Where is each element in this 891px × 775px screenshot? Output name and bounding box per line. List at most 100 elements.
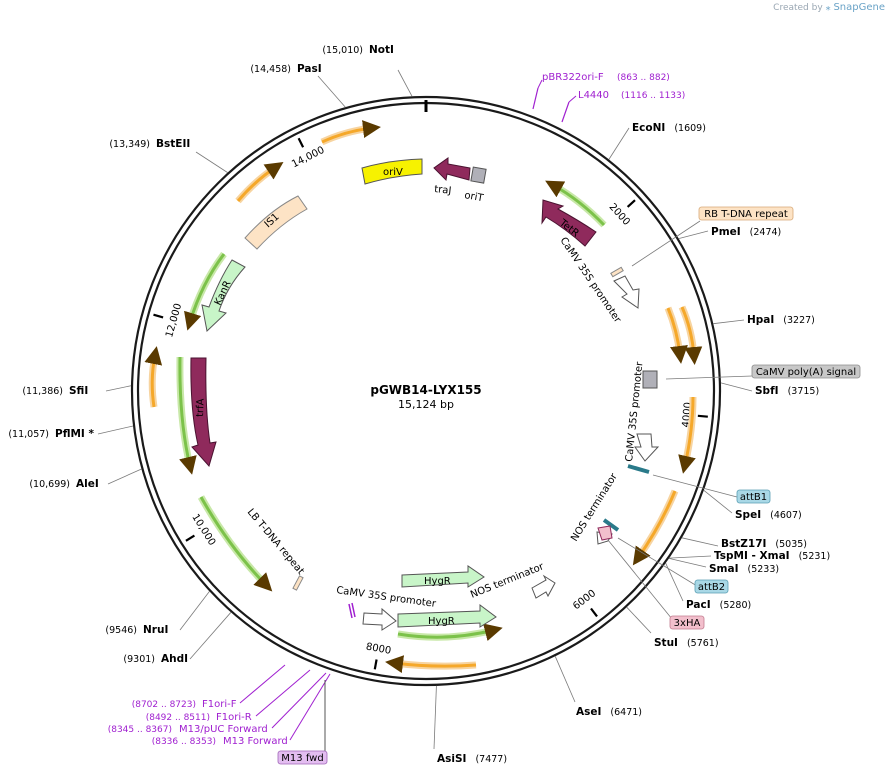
site-pos-bsteii: (13,349) xyxy=(109,139,150,150)
promoter-arrow-b xyxy=(634,433,660,462)
m13-forward-range: (8336 .. 8353) xyxy=(152,737,216,747)
tick-10000 xyxy=(185,534,195,542)
site-pos-bstz17i: (5035) xyxy=(775,539,807,550)
site-name-pasi: PasI xyxy=(297,63,322,75)
tick-8000 xyxy=(373,659,378,670)
watermark-prefix: Created by xyxy=(773,3,823,13)
site-name-tspmi: TspMI - XmaI xyxy=(714,550,790,562)
site-leader-pflmi xyxy=(97,425,134,435)
callout-m13-fwd: M13 fwd xyxy=(277,750,328,765)
site-name-alei: AleI xyxy=(76,478,99,490)
site-name-bstz17i: BstZ17I xyxy=(721,538,766,550)
trfa-feature: trfA xyxy=(190,357,217,468)
tick-2000 xyxy=(626,199,636,208)
snapgene-logo-icon: ⁎ xyxy=(825,2,831,13)
site-leader-nrui xyxy=(179,591,210,631)
3xha-mark xyxy=(597,525,613,541)
f1ori-r-name: F1ori-R xyxy=(216,712,252,723)
attb2-mark xyxy=(602,518,620,532)
rb-tdna-mark xyxy=(610,266,624,278)
l4440-leader xyxy=(568,95,577,103)
promoter-arrow-a xyxy=(613,275,640,309)
site-leader-asisi xyxy=(433,685,437,750)
tick-label-6000: 6000 xyxy=(571,588,598,612)
green-arcs xyxy=(176,180,607,641)
site-leader-sbfi xyxy=(720,382,753,392)
site-name-asei: AseI xyxy=(576,706,601,718)
site-name-stui: StuI xyxy=(654,637,678,649)
site-pos-ahdi: (9301) xyxy=(123,654,155,665)
site-leader-spei xyxy=(703,489,733,514)
site-name-asisi: AsiSI xyxy=(437,753,466,765)
callout-label-attb1: attB1 xyxy=(740,492,767,503)
site-pos-stui: (5761) xyxy=(687,638,719,649)
pbr322ori-f-range: (863 .. 882) xyxy=(617,73,670,83)
callout-attb1: attB1 xyxy=(736,489,771,504)
site-leader-pmei xyxy=(678,230,709,239)
site-pos-asei: (6471) xyxy=(610,707,642,718)
hygr-b-feature: HygR xyxy=(397,604,497,628)
site-leader-ahdi xyxy=(189,612,232,660)
m13-puc-forward-range: (8345 .. 8367) xyxy=(108,725,172,735)
callout-label-m13-fwd: M13 fwd xyxy=(281,753,323,764)
pbr322ori-f-name: pBR322ori-F xyxy=(542,72,604,83)
l4440-primer-mark xyxy=(561,101,570,123)
site-pos-pflmi: (11,057) xyxy=(8,429,49,440)
primer-labels: pBR322ori-F (863 .. 882) L4440 (1116 .. … xyxy=(108,72,686,747)
pbr322ori-leader xyxy=(537,79,543,89)
site-name-paci: PacI xyxy=(686,599,711,611)
orf-arcs xyxy=(144,120,703,674)
tick-6000 xyxy=(590,607,598,618)
l4440-name: L4440 xyxy=(578,90,609,101)
plasmid-name: pGWB14-LYX155 xyxy=(370,383,481,397)
site-leader-alei xyxy=(107,468,142,485)
hygr-a-feature: HygR xyxy=(401,565,485,588)
nos-term-label-a: NOS terminator xyxy=(569,471,620,544)
camv35s-label-c: CaMV 35S promoter xyxy=(336,585,438,610)
site-pos-nrui: (9546) xyxy=(105,625,137,636)
callout-leaders xyxy=(607,220,753,620)
is1-feature: IS1 xyxy=(244,195,308,250)
site-name-noti: NotI xyxy=(369,44,394,56)
site-leader-hpai xyxy=(713,319,745,325)
site-leader-tspmi xyxy=(669,555,712,559)
f1ori-r-range: (8492 .. 8511) xyxy=(146,713,210,723)
site-leader-pasi xyxy=(317,75,346,108)
site-leader-econi xyxy=(608,127,630,160)
m13-forward-name: M13 Forward xyxy=(223,736,288,747)
site-pos-smai: (5233) xyxy=(748,564,780,575)
pbr322ori-primer-mark xyxy=(532,87,539,110)
callout-label-rb-tdna-repeat: RB T-DNA repeat xyxy=(704,209,788,220)
callout-label-attb2: attB2 xyxy=(698,582,725,593)
tick-label-14000: 14,000 xyxy=(290,145,326,171)
primer-inner-marks xyxy=(348,602,356,619)
traj-label: traJ xyxy=(434,184,452,197)
lb-tdna-mark xyxy=(292,575,304,591)
restriction-sites: NotI(15,010)PasI(14,458)BstEII(13,349)Sf… xyxy=(8,44,830,765)
site-leader-sfii xyxy=(105,385,132,392)
site-name-econi: EcoNI xyxy=(632,122,665,134)
site-name-pmei: PmeI xyxy=(711,226,741,238)
watermark-brand: SnapGene xyxy=(833,2,885,13)
site-leader-lines xyxy=(97,69,753,750)
site-pos-noti: (15,010) xyxy=(322,45,363,56)
snapgene-watermark: Created by ⁎ SnapGene xyxy=(773,2,885,13)
tick-12000 xyxy=(153,313,164,319)
tick-4000 xyxy=(697,414,708,418)
site-leader-bsteii xyxy=(195,151,228,173)
site-pos-spei: (4607) xyxy=(770,510,802,521)
site-name-smai: SmaI xyxy=(709,563,739,575)
callout-3xha: 3xHA xyxy=(669,615,705,630)
callout-attb2: attB2 xyxy=(694,579,729,594)
l4440-range: (1116 .. 1133) xyxy=(621,91,685,101)
orit-label: oriT xyxy=(463,190,485,204)
oriv-label: oriV xyxy=(383,167,403,178)
site-pos-tspmi: (5231) xyxy=(799,551,831,562)
orit-feature: oriT xyxy=(463,166,487,204)
plasmid-size: 15,124 bp xyxy=(398,398,454,411)
site-leader-noti xyxy=(397,69,413,97)
site-name-hpai: HpaI xyxy=(747,314,774,326)
site-pos-hpai: (3227) xyxy=(783,315,815,326)
site-pos-paci: (5280) xyxy=(720,600,752,611)
